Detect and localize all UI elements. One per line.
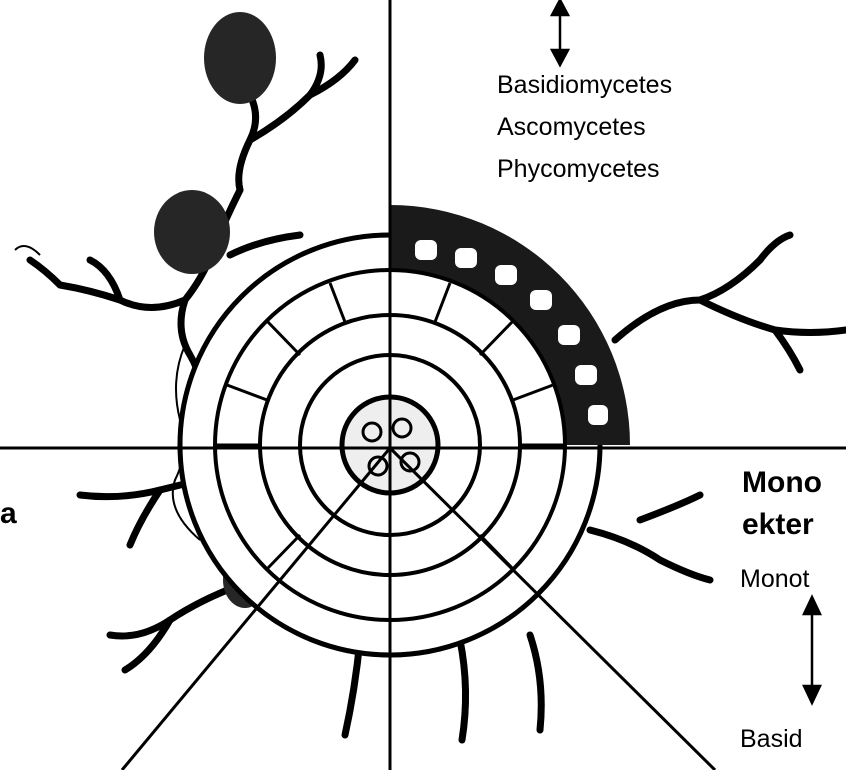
double-arrow-right <box>804 597 820 703</box>
group-label-basidiomycetes: Basidiomycetes <box>497 71 672 100</box>
root-section <box>180 205 630 655</box>
right-top-fragment-label: Monot <box>740 565 809 594</box>
right-bottom-fragment-label: Basid <box>740 725 803 754</box>
right-title-line2: ekter <box>742 508 814 543</box>
left-fragment-label: a <box>0 497 17 532</box>
right-title-line1: Mono <box>742 466 822 501</box>
group-label-ascomycetes: Ascomycetes <box>497 113 646 142</box>
double-arrow-top <box>552 0 568 65</box>
group-label-phycomycetes: Phycomycetes <box>497 155 660 184</box>
